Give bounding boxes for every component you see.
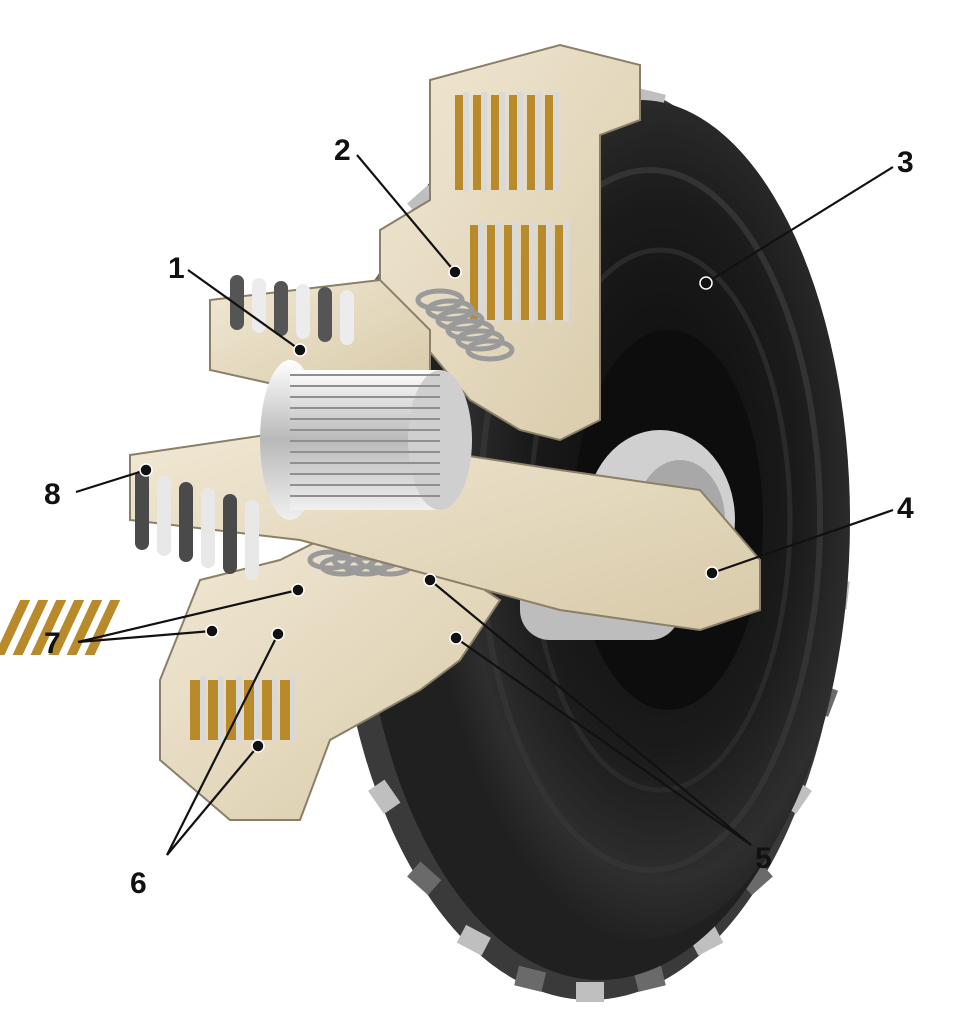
hub-splines	[230, 275, 354, 345]
spline-tooth	[179, 482, 193, 562]
callout-label-6: 6	[130, 867, 147, 900]
steel-plate	[535, 92, 541, 192]
spline-tooth	[245, 500, 259, 580]
callout-label-4: 4	[897, 492, 914, 525]
spline-tooth	[223, 494, 237, 574]
spline-tooth	[157, 476, 171, 556]
friction-plate	[0, 600, 31, 655]
friction-plate	[262, 680, 272, 740]
friction-plate	[473, 95, 481, 190]
lower-cut-housing	[159, 538, 502, 821]
callout-label-1: 1	[168, 252, 185, 285]
steel-plate	[481, 92, 487, 192]
steel-plate	[463, 92, 469, 192]
friction-plate	[12, 600, 49, 655]
steel-plate	[254, 676, 260, 742]
friction-plate	[226, 680, 236, 740]
callout-label-2: 2	[334, 134, 351, 167]
spline-tooth	[340, 290, 354, 345]
steel-plate	[553, 92, 559, 192]
drum-tooth	[514, 965, 547, 992]
steel-plate	[218, 676, 224, 742]
friction-plate	[487, 225, 495, 320]
spline-tooth	[274, 281, 288, 336]
friction-plate	[280, 680, 290, 740]
steel-plate	[517, 92, 523, 192]
steel-plate	[529, 222, 535, 322]
friction-plate	[504, 225, 512, 320]
friction-plate	[470, 225, 478, 320]
friction-plate	[48, 600, 85, 655]
drum-tooth	[689, 924, 724, 956]
callout-label-8: 8	[44, 478, 61, 511]
steel-plate	[499, 92, 505, 192]
friction-plate	[545, 95, 553, 190]
spring-coil	[465, 338, 515, 362]
friction-plate	[555, 225, 563, 320]
steel-plate	[478, 222, 484, 322]
steel-plate	[290, 676, 296, 742]
lower-clutch-pack	[0, 600, 296, 742]
spline-stub	[135, 470, 259, 580]
friction-plate	[244, 680, 254, 740]
spline-tooth	[230, 275, 244, 330]
friction-plate	[527, 95, 535, 190]
spline-tooth	[296, 284, 310, 339]
steel-plate	[546, 222, 552, 322]
steel-plate	[563, 222, 569, 322]
callout-label-7: 7	[44, 627, 61, 660]
steel-plate	[200, 676, 206, 742]
friction-plate	[521, 225, 529, 320]
needle-bearing	[260, 360, 472, 520]
drum-tooth	[576, 982, 604, 1002]
friction-plate	[455, 95, 463, 190]
drum-tooth	[368, 779, 401, 814]
callout-label-5: 5	[755, 842, 772, 875]
friction-plate	[190, 680, 200, 740]
upper-clutch-pack	[455, 92, 569, 322]
friction-plate	[538, 225, 546, 320]
callout-label-3: 3	[897, 146, 914, 179]
steel-plate	[236, 676, 242, 742]
steel-plate	[512, 222, 518, 322]
friction-plate	[509, 95, 517, 190]
spline-tooth	[318, 287, 332, 342]
spline-tooth	[201, 488, 215, 568]
steel-plate	[495, 222, 501, 322]
drum-tooth	[407, 861, 442, 896]
spline-tooth	[135, 470, 149, 550]
drum-tooth	[456, 924, 491, 956]
callouts: 1 2 3 4 5 6 7 8	[44, 134, 914, 900]
friction-plate	[30, 600, 67, 655]
steel-plate	[272, 676, 278, 742]
friction-plate	[491, 95, 499, 190]
friction-plate	[66, 600, 103, 655]
friction-plate	[208, 680, 218, 740]
